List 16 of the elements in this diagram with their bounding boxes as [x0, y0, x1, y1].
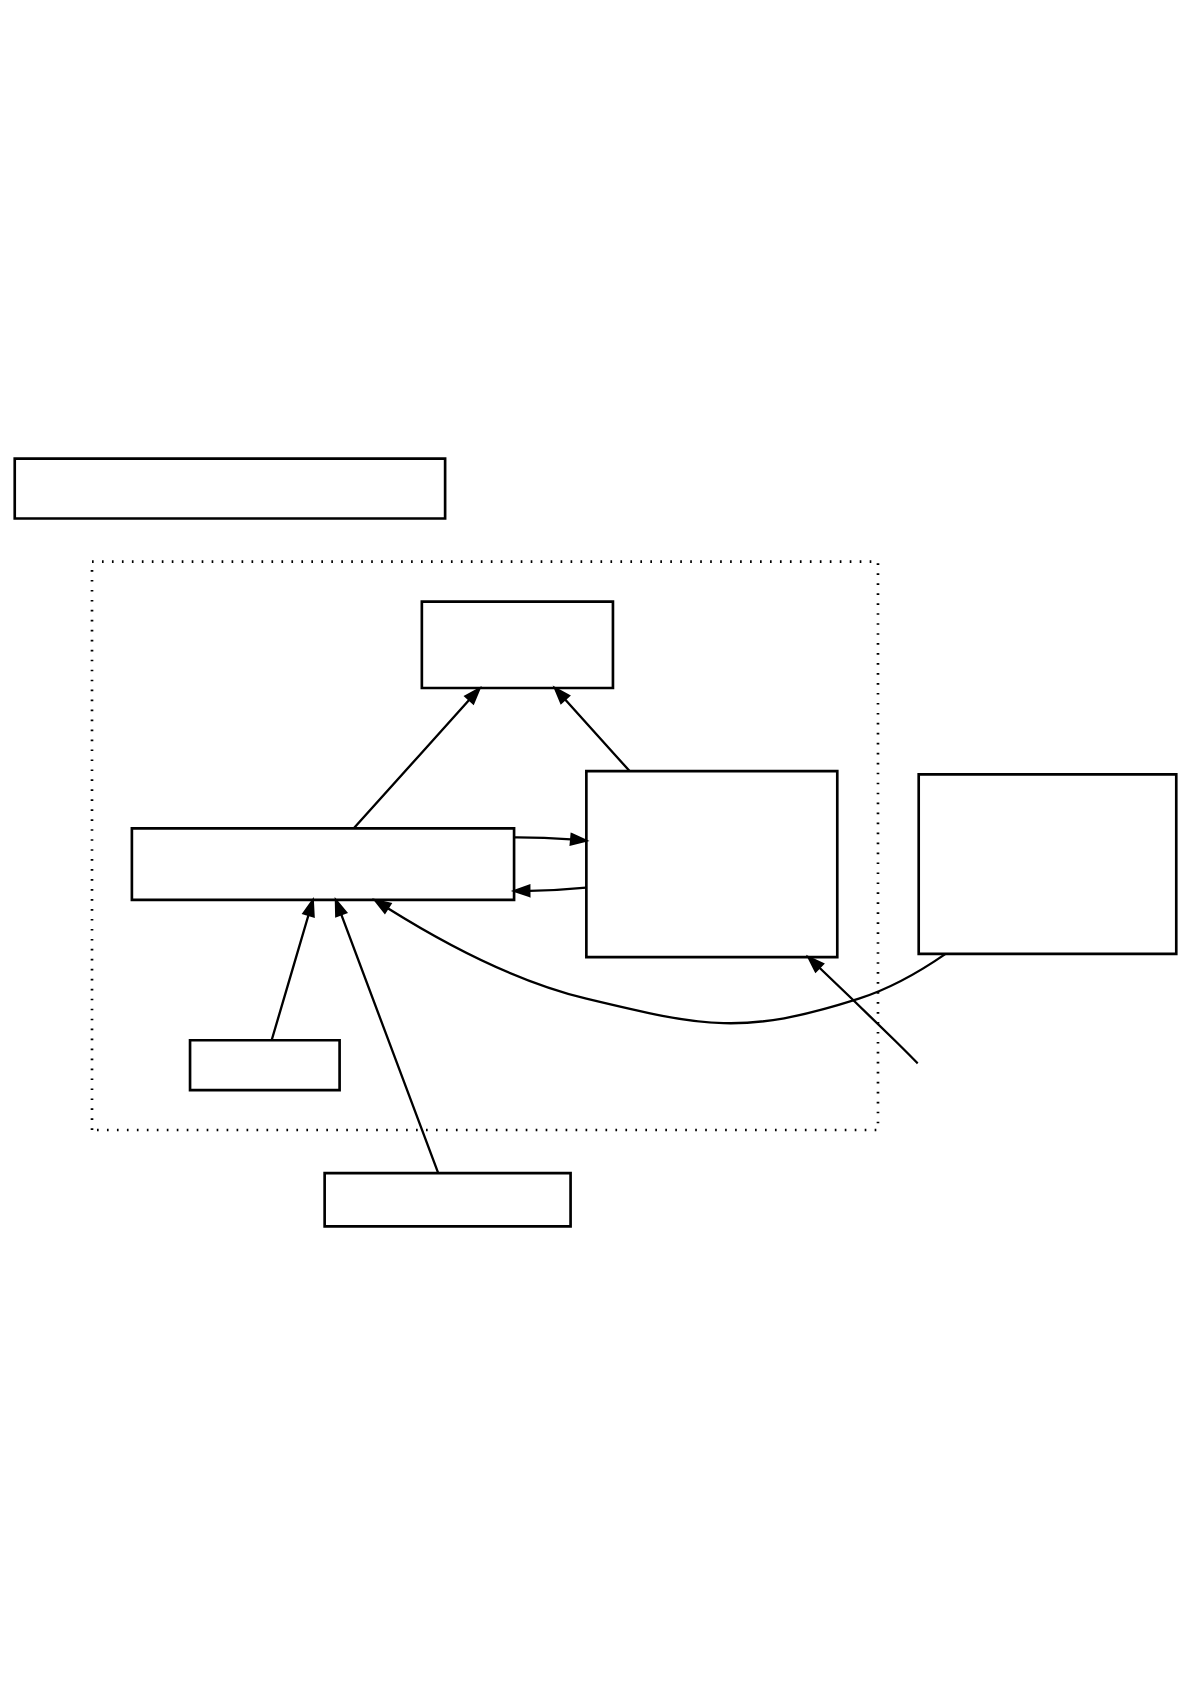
- node-box: [13, 456, 447, 520]
- node-box: [917, 772, 1178, 955]
- arrow: [270, 896, 315, 1040]
- arrow: [805, 954, 919, 1064]
- node-box: [420, 599, 615, 689]
- node-box: [188, 1038, 341, 1091]
- arrow: [514, 831, 590, 846]
- arrow: [510, 883, 587, 898]
- arrow: [334, 896, 440, 1174]
- arrow: [552, 685, 631, 772]
- node-box: [585, 769, 839, 958]
- cluster: [90, 559, 880, 1131]
- arrow: [372, 897, 947, 1024]
- node-box: [323, 1171, 572, 1228]
- node-box: [130, 826, 516, 901]
- arrow: [352, 685, 482, 829]
